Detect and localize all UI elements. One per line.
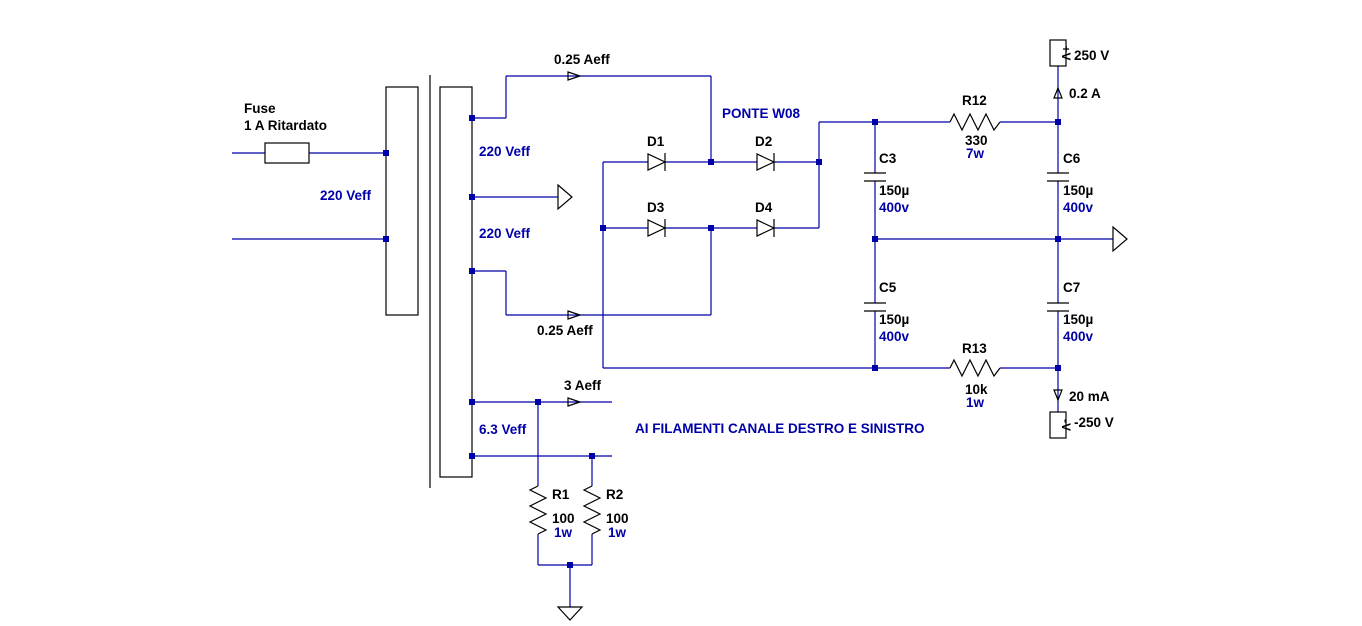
resistor-r12 [949,112,1001,132]
minus-v-symbol: -V [1059,419,1073,431]
current-arrow-filament [567,397,582,407]
resistor-r13 [949,358,1001,378]
r12-ref: R12 [962,93,987,108]
r2-power: 1w [608,525,627,540]
center-tap-ground-arrow [557,183,573,211]
current-minus-label: 20 mA [1069,389,1110,404]
d2-label: D2 [755,134,772,149]
r13-ref: R13 [962,341,987,356]
fuse-label: Fuse [244,101,276,116]
diode-d1 [647,153,667,171]
c3-rating: 400v [879,200,910,215]
plus-v-value: 250 V [1074,48,1109,63]
c3-value: 150µ [879,183,909,198]
diode-d2 [756,153,776,171]
r1-power: 1w [554,525,573,540]
resistor-r1 [528,485,548,535]
diode-d4 [756,219,776,237]
filament-wiring [472,401,612,607]
fuse-symbol [264,142,310,164]
resistor-r2 [582,485,602,535]
current-arrow-minus [1053,389,1063,402]
filament-ground-symbol [556,606,584,621]
current-arrow-top [567,71,582,81]
bridge-title: PONTE W08 [722,106,801,121]
d4-label: D4 [755,200,773,215]
transformer-symbol [385,75,473,488]
r13-power: 1w [966,395,985,410]
c5-value: 150µ [879,312,909,327]
current-arrow-plus [1053,86,1063,99]
junction-dots [383,115,1061,568]
capacitor-c3 [864,172,886,182]
secondary-wiring [472,75,712,316]
plus-v-symbol: +V [1059,45,1073,60]
c3-ref: C3 [879,151,897,166]
r2-value: 100 [606,511,629,526]
current-filament-label: 3 Aeff [564,378,602,393]
input-wiring [232,152,386,240]
minus-v-supply-box [1049,411,1067,439]
c7-ref: C7 [1063,280,1080,295]
d3-label: D3 [647,200,665,215]
r12-value: 330 [965,133,988,148]
current-top-label: 0.25 Aeff [554,52,610,67]
secondary-mid-voltage-label: 220 Veff [479,226,531,241]
filter-wiring [603,66,1113,412]
filter-ground-arrow [1112,225,1128,253]
c7-rating: 400v [1063,329,1094,344]
fuse-value: 1 A Ritardato [244,118,327,133]
plus-v-supply-box [1049,39,1067,67]
d1-label: D1 [647,134,665,149]
r1-ref: R1 [552,487,570,502]
r12-power: 7w [966,146,985,161]
c5-rating: 400v [879,329,910,344]
capacitor-c6 [1047,172,1069,182]
r1-value: 100 [552,511,575,526]
primary-voltage-label: 220 Veff [320,188,372,203]
capacitor-c5 [864,302,886,312]
c7-value: 150µ [1063,312,1093,327]
current-plus-label: 0.2 A [1069,86,1101,101]
c6-ref: C6 [1063,151,1081,166]
c5-ref: C5 [879,280,897,295]
current-mid-label: 0.25 Aeff [537,323,593,338]
diode-d3 [647,219,667,237]
filament-note: AI FILAMENTI CANALE DESTRO E SINISTRO [635,421,925,436]
minus-v-value: -250 V [1074,415,1114,430]
r2-ref: R2 [606,487,623,502]
current-arrow-mid [567,310,582,320]
secondary-low-voltage-label: 6.3 Veff [479,422,527,437]
secondary-top-voltage-label: 220 Veff [479,144,531,159]
c6-value: 150µ [1063,183,1093,198]
c6-rating: 400v [1063,200,1094,215]
r13-value: 10k [965,382,988,397]
capacitor-c7 [1047,302,1069,312]
